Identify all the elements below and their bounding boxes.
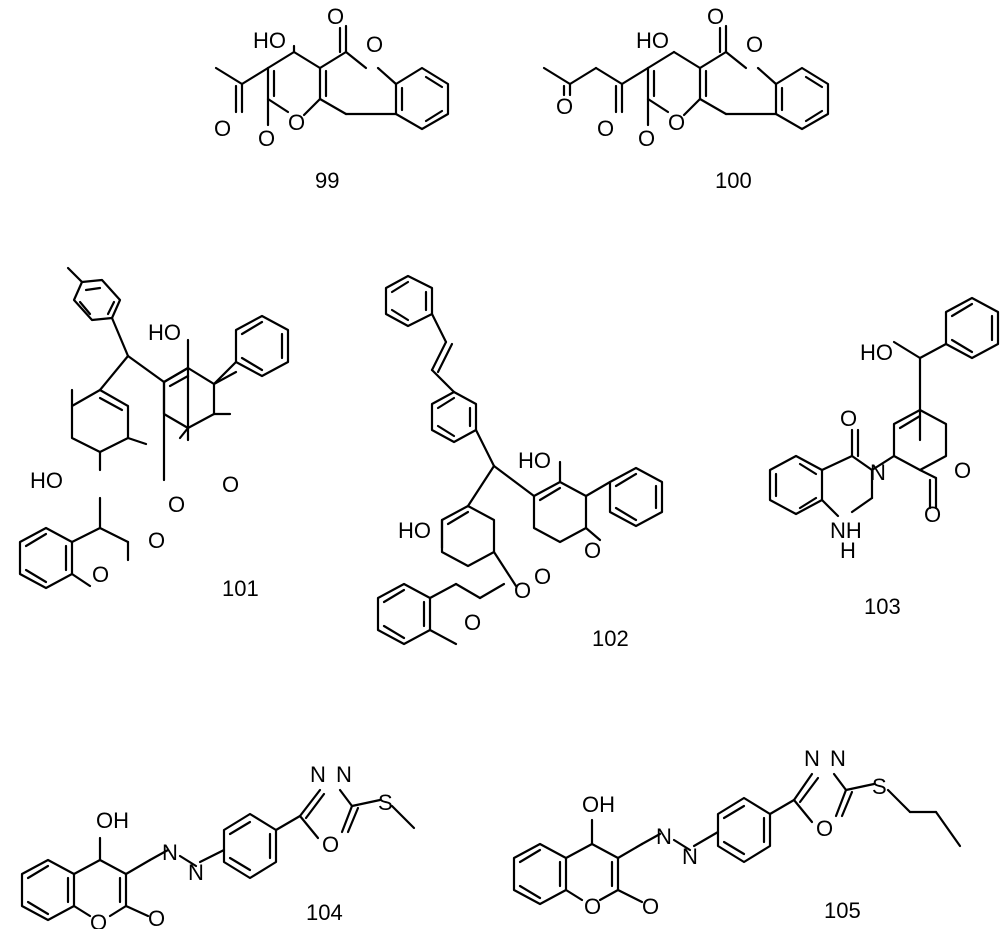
atom-nh: NH xyxy=(830,518,862,543)
compound-101: HO HO O O O O 101 xyxy=(18,266,290,601)
atom-n: N xyxy=(804,746,820,771)
compound-102: HO HO O O O O 102 xyxy=(376,274,664,651)
atom-ho: HO xyxy=(518,448,551,473)
compound-105: OH O O N N N N O S 105 xyxy=(512,746,962,923)
atom-o: O xyxy=(638,126,655,151)
compound-label-101: 101 xyxy=(222,576,259,601)
compound-100: O O HO O O O O 100 xyxy=(542,4,830,193)
compound-104: OH O O N N N N O S 104 xyxy=(20,762,416,929)
atom-o: O xyxy=(90,910,107,929)
atom-o: O xyxy=(366,32,383,57)
atom-h: H xyxy=(840,538,856,563)
atom-o: O xyxy=(924,502,941,527)
atom-o: O xyxy=(168,492,185,517)
atom-ho: HO xyxy=(148,320,181,345)
atom-o: O xyxy=(584,894,601,919)
compound-label-104: 104 xyxy=(306,900,343,925)
compound-99: O O HO O O O 99 xyxy=(214,4,450,193)
atom-ho: HO xyxy=(30,468,63,493)
atom-o: O xyxy=(288,110,305,135)
atom-ho: HO xyxy=(860,340,893,365)
atom-n: N xyxy=(870,460,886,485)
atom-o: O xyxy=(642,894,659,919)
atom-o: O xyxy=(840,406,857,431)
atom-n: N xyxy=(830,746,846,771)
atom-oh: OH xyxy=(582,792,615,817)
atom-o: O xyxy=(534,564,551,589)
compound-label-103: 103 xyxy=(864,594,901,619)
atom-s: S xyxy=(872,774,887,799)
atom-o: O xyxy=(327,4,344,29)
atom-o: O xyxy=(222,472,239,497)
compound-label-105: 105 xyxy=(824,898,861,923)
atom-o: O xyxy=(258,126,275,151)
atom-o: O xyxy=(322,832,339,857)
atom-n: N xyxy=(682,844,698,869)
compound-label-99: 99 xyxy=(315,168,339,193)
atom-ho: HO xyxy=(398,518,431,543)
atom-o: O xyxy=(92,562,109,587)
atom-n: N xyxy=(336,762,352,787)
compound-103: HO O N O O NH H 103 xyxy=(768,296,1000,619)
atom-o: O xyxy=(464,610,481,635)
atom-n: N xyxy=(310,762,326,787)
atom-s: S xyxy=(378,790,393,815)
compound-label-100: 100 xyxy=(715,168,752,193)
atom-o: O xyxy=(148,906,165,929)
atom-n: N xyxy=(162,840,178,865)
atom-o: O xyxy=(556,94,573,119)
atom-n: N xyxy=(656,824,672,849)
atom-o: O xyxy=(514,578,531,603)
atom-o: O xyxy=(668,110,685,135)
atom-oh: OH xyxy=(96,808,129,833)
atom-o: O xyxy=(597,116,614,141)
atom-o: O xyxy=(214,116,231,141)
atom-o: O xyxy=(954,458,971,483)
atom-o: O xyxy=(148,528,165,553)
atom-o: O xyxy=(584,538,601,563)
atom-ho: HO xyxy=(636,28,669,53)
compound-label-102: 102 xyxy=(592,626,629,651)
atom-ho: HO xyxy=(253,28,286,53)
atom-o: O xyxy=(707,4,724,29)
atom-n: N xyxy=(188,860,204,885)
atom-o: O xyxy=(746,32,763,57)
atom-o: O xyxy=(816,816,833,841)
